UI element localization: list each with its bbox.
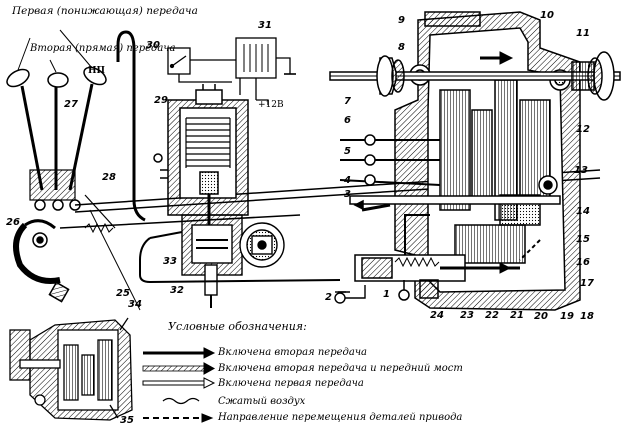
part-number-2: 2 xyxy=(325,292,332,303)
part-number-12: 12 xyxy=(576,124,590,135)
part-number-13: 13 xyxy=(574,165,588,176)
part-number-29: 29 xyxy=(154,95,168,106)
legend-label-movement: Направление перемещения деталей привода xyxy=(218,412,463,423)
part-number-9: 9 xyxy=(398,15,405,26)
part-number-4: 4 xyxy=(344,175,351,186)
part-number-25: 25 xyxy=(116,288,130,299)
part-number-24: 24 xyxy=(430,310,444,321)
legend-symbols xyxy=(142,347,216,423)
legend-symbol-second xyxy=(143,347,216,359)
part-number-28: 28 xyxy=(102,172,116,183)
part-number-30: 30 xyxy=(146,40,160,51)
solenoid-voltage-label: +12В xyxy=(258,100,284,110)
part-number-26: 26 xyxy=(6,217,20,228)
part-number-6: 6 xyxy=(344,115,351,126)
part-number-3: 3 xyxy=(344,189,351,200)
legend-label-first: Включена первая передача xyxy=(218,378,364,389)
part-number-22: 22 xyxy=(485,310,499,321)
legend-title: Условные обозначения: xyxy=(168,320,307,333)
part-number-10: 10 xyxy=(540,10,554,21)
part-number-19: 19 xyxy=(560,311,574,322)
air-supply xyxy=(334,285,366,304)
part-number-35: 35 xyxy=(120,415,134,426)
air-hose xyxy=(116,30,146,222)
part-number-5: 5 xyxy=(344,146,351,157)
part-number-34: 34 xyxy=(128,299,142,310)
part-number-23: 23 xyxy=(460,310,474,321)
part-number-11: 11 xyxy=(576,28,590,39)
part-number-14: 14 xyxy=(576,206,590,217)
legend-symbol-air xyxy=(162,397,200,405)
part-number-7: 7 xyxy=(344,96,351,107)
transfer-case xyxy=(329,11,621,311)
part-number-15: 15 xyxy=(576,234,590,245)
part-number-21: 21 xyxy=(510,310,524,321)
inset-detail xyxy=(9,317,133,421)
part-number-1: 1 xyxy=(383,289,390,300)
electric-switch xyxy=(167,47,241,95)
part-number-20: 20 xyxy=(534,311,548,322)
solenoid-valve xyxy=(235,37,296,105)
part-number-16: 16 xyxy=(576,257,590,268)
part-number-17: 17 xyxy=(580,278,594,289)
second-gear-label: Вторая (прямая) передача xyxy=(30,43,176,54)
neutral-label: НП xyxy=(88,66,106,76)
legend-symbol-first xyxy=(142,377,216,389)
first-gear-label: Первая (понижающая) передача xyxy=(12,5,198,17)
part-number-8: 8 xyxy=(398,42,405,53)
legend-symbol-movement xyxy=(143,413,214,423)
part-number-31: 31 xyxy=(258,20,272,31)
part-number-33: 33 xyxy=(163,256,177,267)
valve-block xyxy=(139,214,341,308)
part-number-27: 27 xyxy=(64,99,78,110)
legend-label-second: Включена вторая передача xyxy=(218,347,368,358)
legend-label-air: Сжатый воздух xyxy=(218,396,306,407)
part-number-32: 32 xyxy=(170,285,184,296)
legend-symbol-second-front xyxy=(142,362,216,375)
pneumatic-cylinder xyxy=(153,84,249,230)
legend-label-second-front: Включена вторая передача и передний мост xyxy=(218,363,463,374)
part-number-18: 18 xyxy=(580,311,594,322)
